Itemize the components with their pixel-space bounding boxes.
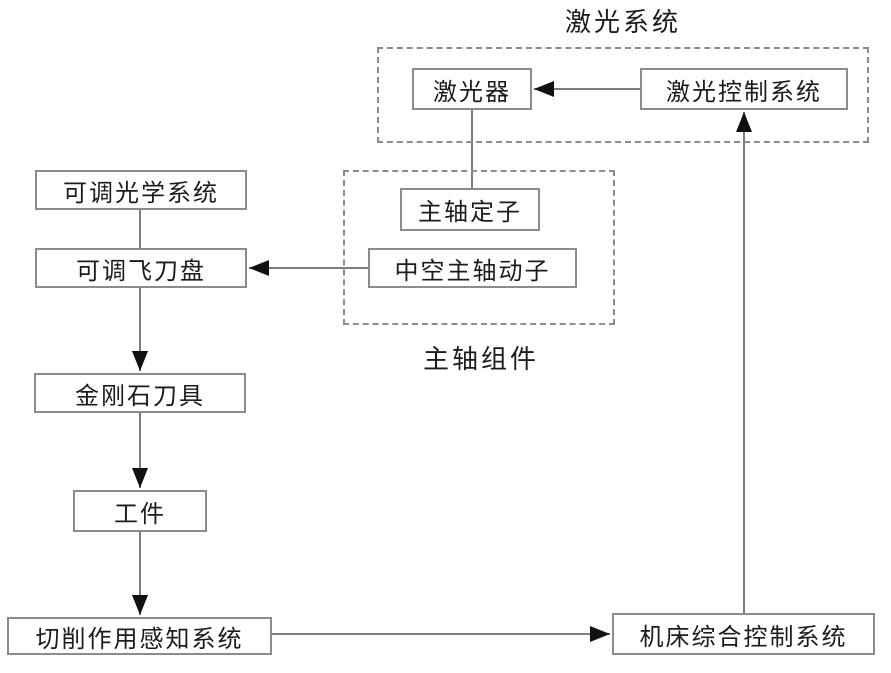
group-laser-system xyxy=(377,47,869,143)
node-spindle-stator: 主轴定子 xyxy=(400,188,540,231)
node-adjustable-optical-system: 可调光学系统 xyxy=(35,170,247,210)
node-laser: 激光器 xyxy=(412,68,532,110)
node-diamond-tool: 金刚石刀具 xyxy=(34,373,246,413)
group-spindle-assembly xyxy=(343,170,615,325)
group-label-spindle-assembly: 主轴组件 xyxy=(422,344,539,374)
node-cutting-action-sensing-system: 切削作用感知系统 xyxy=(7,617,272,655)
node-adjustable-fly-cutter-disc: 可调飞刀盘 xyxy=(35,248,247,288)
node-hollow-spindle-mover: 中空主轴动子 xyxy=(368,248,577,288)
arrowhead-fly-cutter-to-diamond xyxy=(132,351,148,371)
group-label-laser-system: 激光系统 xyxy=(564,7,681,37)
node-laser-control-system: 激光控制系统 xyxy=(640,68,848,110)
node-machine-integrated-control-system: 机床综合控制系统 xyxy=(612,613,875,655)
arrowhead-diamond-to-workpiece xyxy=(132,468,148,488)
arrowhead-hollow-mover-to-fly-cutter xyxy=(249,260,269,276)
arrowhead-sensing-to-machine-control xyxy=(590,626,610,642)
arrowhead-workpiece-to-sensing xyxy=(132,595,148,615)
node-workpiece: 工件 xyxy=(73,490,207,532)
